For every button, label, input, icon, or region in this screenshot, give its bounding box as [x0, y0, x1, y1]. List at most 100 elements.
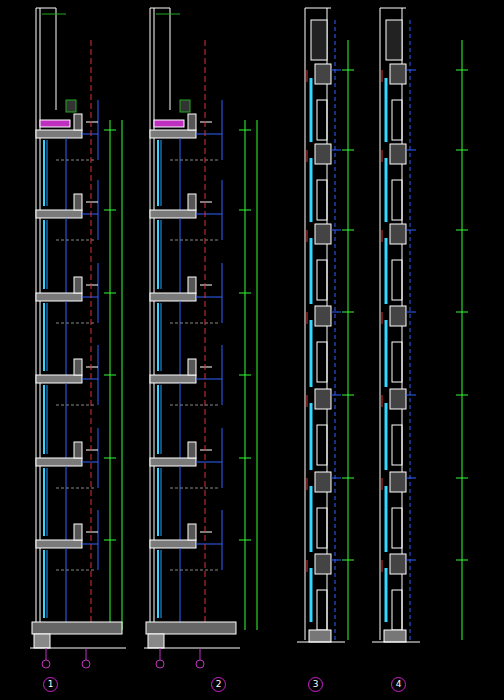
- stroke: [98, 263, 99, 323]
- stroke: [161, 303, 162, 371]
- stroke: [47, 468, 48, 536]
- stroke: [307, 478, 308, 490]
- section-number: 4: [391, 677, 406, 692]
- stroke: [331, 70, 341, 71]
- stroke: [392, 508, 402, 548]
- stroke: [74, 277, 82, 293]
- stroke: [43, 140, 45, 206]
- stroke: [315, 224, 331, 244]
- stroke: [110, 120, 111, 630]
- stroke: [66, 466, 67, 540]
- stroke: [34, 634, 50, 648]
- stroke: [406, 395, 416, 396]
- stroke: [335, 20, 336, 640]
- stroke: [74, 194, 82, 210]
- stroke: [86, 450, 98, 451]
- stroke: [310, 403, 313, 470]
- stroke: [390, 144, 406, 164]
- stroke: [150, 210, 196, 218]
- stroke: [43, 220, 45, 289]
- stroke: [150, 8, 170, 9]
- stroke: [180, 301, 181, 375]
- stroke: [56, 240, 94, 241]
- stroke: [86, 367, 98, 368]
- stroke: [245, 120, 246, 630]
- stroke: [150, 130, 196, 138]
- stroke: [392, 342, 402, 382]
- stroke: [317, 260, 327, 300]
- stroke: [157, 140, 159, 206]
- stroke: [86, 532, 98, 533]
- stroke: [205, 40, 206, 630]
- stroke: [188, 524, 196, 540]
- stroke: [188, 194, 196, 210]
- stroke: [372, 642, 420, 643]
- stroke: [315, 389, 331, 409]
- stroke: [170, 8, 171, 110]
- stroke: [40, 8, 41, 630]
- stroke: [222, 180, 223, 240]
- stroke: [317, 100, 327, 140]
- stroke: [317, 180, 327, 220]
- stroke: [180, 548, 181, 622]
- stroke: [311, 20, 327, 60]
- stroke: [40, 120, 70, 127]
- stroke: [36, 210, 82, 218]
- stroke: [200, 648, 201, 660]
- stroke: [180, 466, 181, 540]
- stroke: [56, 488, 94, 489]
- stroke: [43, 385, 45, 454]
- stroke: [30, 648, 126, 649]
- stroke: [385, 486, 388, 552]
- stroke: [390, 224, 406, 244]
- stroke: [392, 100, 402, 140]
- stroke: [66, 100, 76, 112]
- stroke: [406, 230, 416, 231]
- stroke: [196, 297, 222, 298]
- stroke: [157, 550, 159, 618]
- stroke: [307, 230, 308, 242]
- stroke: [380, 8, 381, 640]
- stroke: [315, 306, 331, 326]
- stroke: [98, 100, 99, 160]
- stroke: [310, 238, 313, 304]
- stroke: [98, 345, 99, 405]
- stroke: [390, 554, 406, 574]
- stroke: [36, 130, 82, 138]
- stroke: [392, 590, 402, 630]
- stroke: [382, 150, 383, 162]
- stroke: [74, 442, 82, 458]
- stroke: [36, 8, 37, 630]
- stroke: [161, 468, 162, 536]
- stroke: [310, 158, 313, 222]
- stroke: [200, 450, 212, 451]
- stroke: [180, 100, 190, 112]
- stroke: [188, 442, 196, 458]
- stroke: [157, 468, 159, 536]
- stroke: [86, 122, 98, 123]
- stroke: [43, 550, 45, 618]
- stroke: [42, 14, 66, 15]
- stroke: [392, 425, 402, 465]
- stroke: [150, 458, 196, 466]
- stroke: [66, 383, 67, 458]
- stroke: [66, 301, 67, 375]
- stroke: [86, 648, 87, 660]
- stroke: [222, 263, 223, 323]
- stroke: [42, 660, 50, 668]
- stroke: [222, 428, 223, 488]
- stroke: [382, 478, 383, 490]
- stroke: [331, 395, 341, 396]
- stroke: [196, 214, 222, 215]
- stroke: [200, 202, 212, 203]
- stroke: [385, 238, 388, 304]
- stroke: [317, 508, 327, 548]
- stroke: [392, 260, 402, 300]
- stroke: [385, 320, 388, 387]
- stroke: [161, 550, 162, 618]
- stroke: [122, 120, 123, 630]
- stroke: [82, 214, 98, 215]
- stroke: [307, 395, 308, 407]
- stroke: [170, 160, 218, 161]
- stroke: [310, 486, 313, 552]
